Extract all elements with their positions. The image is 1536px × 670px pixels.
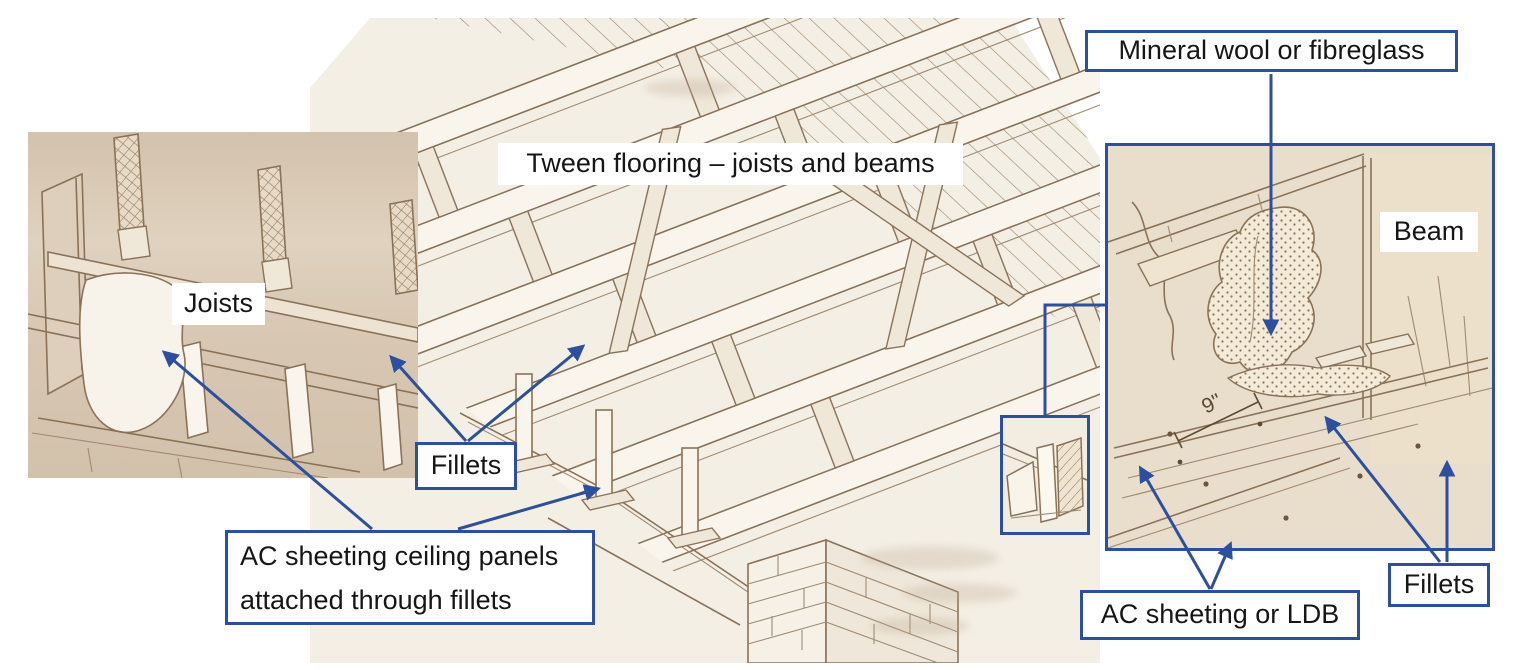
label-fillets-right-text: Fillets [1403, 569, 1475, 600]
deck-head [1108, 153, 1367, 255]
mineral-wool-insulation [1207, 206, 1322, 375]
label-ac-sheeting-panels-line2: attached through fillets [240, 584, 512, 615]
deck-planking [430, 18, 1100, 348]
hanger-posts [113, 133, 418, 295]
fillet-callout-drawing [1003, 418, 1087, 532]
label-mineral-wool: Mineral wool or fibreglass [1085, 30, 1458, 72]
arrow-ldb-right [1209, 541, 1233, 590]
label-ac-sheeting-panels-line1: AC sheeting ceiling panels [240, 540, 559, 571]
label-ac-sheeting-ldb: AC sheeting or LDB [1080, 590, 1360, 640]
torn-highlight [78, 272, 186, 434]
label-ac-sheeting-ldb-text: AC sheeting or LDB [1100, 599, 1340, 630]
beam-face [1362, 154, 1492, 464]
label-fillets-center-text: Fillets [430, 450, 502, 481]
label-joists: Joists [172, 283, 265, 325]
beam-detail-drawing: 9" [1108, 146, 1492, 548]
label-fillets-center: Fillets [415, 442, 517, 490]
fillet-callout-box [1000, 415, 1090, 535]
label-beam-text: Beam [1393, 216, 1465, 247]
label-joists-text: Joists [183, 288, 254, 319]
label-ac-sheeting-panels: AC sheeting ceiling panels attached thro… [225, 530, 595, 625]
label-fillets-right: Fillets [1388, 563, 1490, 607]
scan-smudges [644, 79, 1018, 635]
label-mineral-wool-text: Mineral wool or fibreglass [1118, 35, 1425, 66]
label-beam: Beam [1380, 212, 1478, 252]
label-tween-flooring: Tween flooring – joists and beams [498, 143, 963, 185]
label-tween-flooring-text: Tween flooring – joists and beams [526, 148, 935, 179]
beam-detail-callout-box: 9" [1105, 143, 1495, 551]
insulation-on-sheet [1226, 364, 1391, 398]
